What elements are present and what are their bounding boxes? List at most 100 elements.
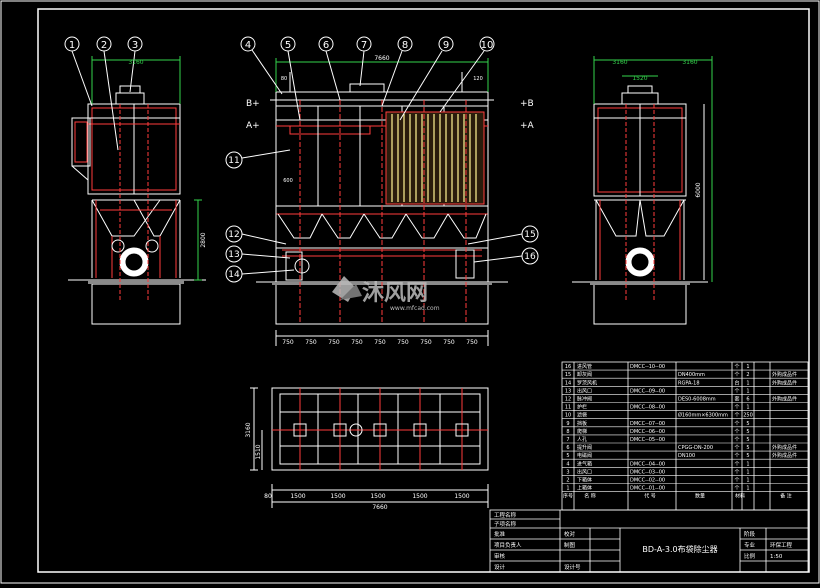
bom-header-cell: 序号 <box>563 493 573 500</box>
tb-left-3: 审核 <box>494 552 506 560</box>
watermark: 沐风网 www.mfcad.com <box>332 276 440 312</box>
bom-cell-unit: 个 <box>734 453 739 459</box>
tb-mid-2: 制图 <box>564 541 576 549</box>
dim-front-bottom-7: 750 <box>420 339 432 346</box>
bom-cell-unit: 个 <box>734 437 739 443</box>
bom-header-cell: 材料 <box>735 493 745 500</box>
bom-cell-no: 1 <box>566 486 569 492</box>
bom-cell-code: DMCC--07--00 <box>630 421 665 427</box>
bom-cell-unit: 套 <box>734 396 739 403</box>
callout-9 <box>399 36 454 121</box>
bom-cell-no: 15 <box>565 372 571 378</box>
bom-cell-code: DMCC--09--00 <box>630 388 665 394</box>
bom-cell-unit: 个 <box>734 478 739 484</box>
dim-front-bottom-8: 750 <box>443 339 455 346</box>
callout-4 <box>240 36 283 95</box>
callout-5 <box>280 36 301 121</box>
callout-16 <box>473 247 539 265</box>
tb-left-2: 项目负责人 <box>494 541 522 549</box>
callout-1-label: 1 <box>69 40 75 51</box>
tb-mid-3: 设计号 <box>564 563 581 571</box>
dim-right-top-a: 3160 <box>612 59 627 66</box>
dim-front-bottom-1: 750 <box>282 339 294 346</box>
bom-cell-qty: 5 <box>746 437 749 443</box>
dim-front-bottom-2: 750 <box>305 339 317 346</box>
bom-cell-unit: 个 <box>734 461 739 467</box>
bom-cell-code: DMCC--05--00 <box>630 437 665 443</box>
left-side-view <box>68 56 206 325</box>
dim-plan-side-small: 1510 <box>255 444 262 459</box>
bom-cell-unit: 个 <box>734 405 739 411</box>
bom-cell-qty: 1 <box>746 478 749 484</box>
callout-7 <box>356 36 372 87</box>
bom-cell-name: 电磁阀 <box>577 452 592 459</box>
dim-front-bottom-9: 750 <box>466 339 478 346</box>
dim-plan-left-small: 80 <box>264 493 272 500</box>
bom-cell-code: DMCC--08--00 <box>630 405 665 411</box>
tb-right-2: 专业 <box>744 541 756 549</box>
bom-cell-no: 11 <box>565 405 571 411</box>
front-top-callouts <box>240 36 495 121</box>
bom-cell-code: DMCC--01--00 <box>630 486 665 492</box>
bom-cell-note: 外购成品件 <box>772 379 797 386</box>
level-a-left: A+ <box>246 121 260 131</box>
bom-cell-qty: 1 <box>746 469 749 475</box>
bom-cell-name: 卸灰阀 <box>577 371 592 378</box>
tb-header-1: 工程名称 <box>494 511 517 519</box>
bom-table <box>561 361 809 511</box>
right-side-view <box>572 56 713 325</box>
filter-bags <box>391 114 477 202</box>
level-b-right: +B <box>520 99 534 109</box>
bom-header-cell: 代 号 <box>644 493 656 500</box>
bom-cell-unit: 个 <box>734 372 739 378</box>
bom-cell-spec: DN400mm <box>678 372 705 378</box>
dim-plan-bottom-1: 1500 <box>290 493 305 500</box>
bom-cell-spec: CPGG-DN-200 <box>678 445 713 451</box>
bom-cell-qty: 1 <box>746 388 749 394</box>
watermark-url: www.mfcad.com <box>390 305 440 312</box>
callout-6 <box>318 36 341 101</box>
bom-header-cell: 备 注 <box>780 493 792 500</box>
bom-cell-code: DMCC--03--00 <box>630 469 665 475</box>
dim-front-bottom-3: 750 <box>328 339 340 346</box>
bom-cell-no: 7 <box>566 437 569 443</box>
bom-cell-name: 上箱体 <box>577 485 592 492</box>
bom-cell-no: 16 <box>565 364 571 370</box>
tb-left-1: 批准 <box>494 530 506 538</box>
dim-plan-bottom-4: 1500 <box>412 493 427 500</box>
bom-cell-name: 人孔 <box>577 436 587 443</box>
bom-cell-qty: 5 <box>746 453 749 459</box>
bom-cell-code: DMCC--04--00 <box>630 461 665 467</box>
plan-bottom-dims: 1500 1500 1500 1500 1500 <box>290 493 469 500</box>
bom-cell-qty: 6 <box>746 397 749 403</box>
bom-cell-name: 滤袋 <box>577 412 587 419</box>
title-block <box>489 509 809 573</box>
dim-front-small-1: 80 <box>281 76 287 82</box>
callout-12 <box>225 225 287 245</box>
bom-cell-code: DMCC--06--00 <box>630 429 665 435</box>
dim-front-bottom-6: 750 <box>397 339 409 346</box>
callout-13 <box>225 245 291 263</box>
bom-cell-qty: 5 <box>746 421 749 427</box>
bom-cell-qty: 5 <box>746 445 749 451</box>
bom-cell-spec: DES0-6008mm <box>678 397 716 403</box>
plan-view <box>250 387 489 508</box>
watermark-logo <box>332 276 362 302</box>
bom-header-cell: 名 称 <box>584 493 596 500</box>
left-callouts: 1 2 3 <box>64 36 143 151</box>
front-top-callout-labels: 4 5 6 7 8 9 10 <box>245 40 494 51</box>
bom-cell-no: 10 <box>565 413 571 419</box>
front-left-callout-labels: 11 12 13 14 <box>228 156 240 280</box>
tb-drawing-title: BD-A-3.0布袋除尘器 <box>642 544 717 554</box>
bom-cell-qty: 1 <box>746 486 749 492</box>
bom-cell-qty: 1 <box>746 364 749 370</box>
front-right-callouts <box>467 225 539 265</box>
bom-cell-name: 罗茨风机 <box>577 379 597 386</box>
tb-right-val-2: 环保工程 <box>770 541 793 549</box>
tb-mid-1: 校对 <box>564 530 576 538</box>
bom-cell-name: 出风口 <box>577 387 592 394</box>
